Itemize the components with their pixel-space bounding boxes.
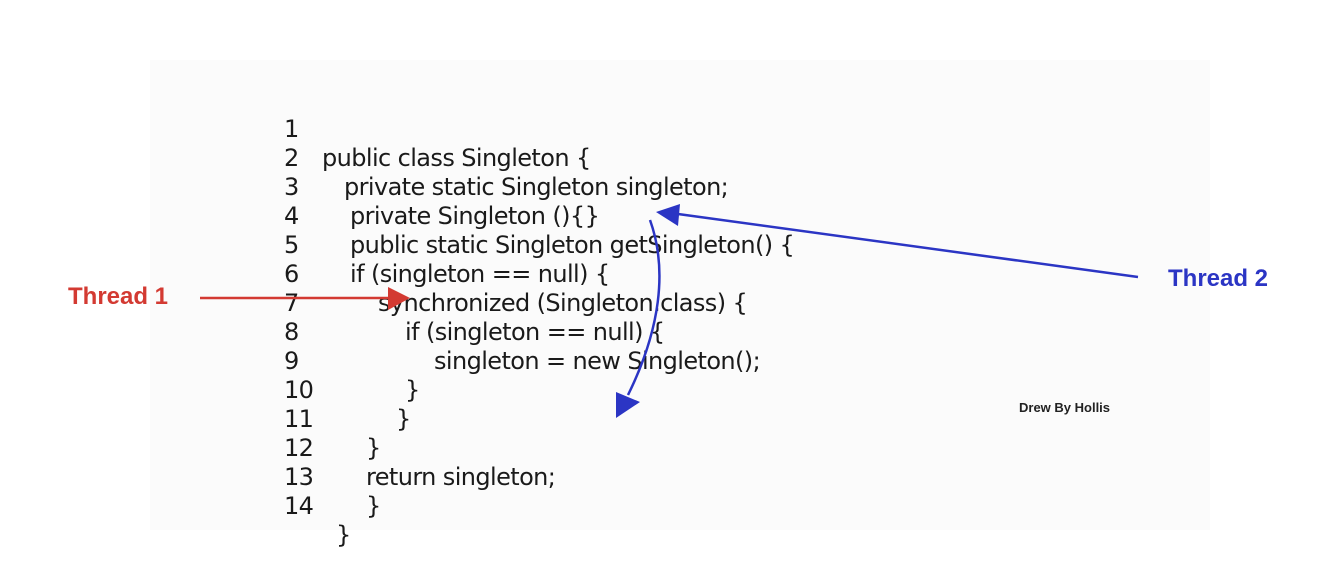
code-line: 13 } bbox=[284, 434, 381, 520]
thread2-jump-arrowhead bbox=[616, 392, 640, 418]
code-line: 11 } bbox=[284, 376, 381, 462]
code-text: } bbox=[366, 492, 381, 520]
diagram-canvas: 1 public class Singleton { 2 private sta… bbox=[68, 60, 1269, 549]
thread2-label: Thread 2 bbox=[1168, 265, 1269, 292]
code-line: 14 } bbox=[284, 463, 351, 549]
code-line: 12 return singleton; bbox=[284, 405, 556, 491]
line-number: 8 bbox=[284, 318, 299, 346]
code-line: 4 public static Singleton getSingleton()… bbox=[284, 173, 795, 259]
line-number: 11 bbox=[284, 405, 314, 433]
code-line: 2 private static Singleton singleton; bbox=[284, 115, 729, 201]
line-number: 5 bbox=[284, 231, 299, 259]
thread2-arrow-shaft bbox=[677, 212, 1139, 279]
code-text: if (singleton == null) { bbox=[350, 260, 610, 288]
code-text: public static Singleton getSingleton() { bbox=[350, 231, 795, 259]
background-panel bbox=[150, 60, 1210, 530]
code-text: return singleton; bbox=[366, 463, 556, 491]
code-line: 8 singleton = new Singleton(); bbox=[284, 289, 761, 375]
line-number: 3 bbox=[284, 173, 299, 201]
line-number: 13 bbox=[284, 463, 314, 491]
code-text: synchronized (Singleton.class) { bbox=[378, 289, 748, 317]
code-text: } bbox=[366, 434, 381, 462]
author-credit: Drew By Hollis bbox=[1019, 400, 1111, 415]
line-number: 10 bbox=[284, 376, 314, 404]
thread2-arrowhead bbox=[656, 204, 680, 226]
line-number: 4 bbox=[284, 202, 299, 230]
line-number: 7 bbox=[284, 289, 299, 317]
code-text: if (singleton == null) { bbox=[405, 318, 665, 346]
line-number: 14 bbox=[284, 492, 314, 520]
code-line: 10 } bbox=[284, 347, 411, 433]
code-line: 9 } bbox=[284, 318, 420, 404]
code-line: 6 synchronized (Singleton.class) { bbox=[284, 231, 748, 317]
thread1-label: Thread 1 bbox=[68, 283, 169, 310]
code-line: 7 if (singleton == null) { bbox=[284, 260, 665, 346]
code-text: singleton = new Singleton(); bbox=[434, 347, 761, 375]
line-number: 2 bbox=[284, 144, 299, 172]
code-text: } bbox=[405, 376, 420, 404]
code-text: } bbox=[396, 405, 411, 433]
line-number: 6 bbox=[284, 260, 299, 288]
code-text: private Singleton (){} bbox=[350, 202, 600, 230]
code-line: 5 if (singleton == null) { bbox=[284, 202, 610, 288]
line-number: 1 bbox=[284, 115, 299, 143]
line-number: 12 bbox=[284, 434, 314, 462]
code-text: public class Singleton { bbox=[322, 144, 591, 172]
arrows-layer bbox=[200, 204, 1139, 418]
code-line: 3 private Singleton (){} bbox=[284, 144, 600, 230]
code-line: 1 public class Singleton { bbox=[284, 86, 591, 172]
line-number: 9 bbox=[284, 347, 299, 375]
thread2-jump-curve bbox=[626, 219, 661, 396]
thread1-arrowhead bbox=[388, 287, 410, 310]
code-text: private static Singleton singleton; bbox=[344, 173, 729, 201]
